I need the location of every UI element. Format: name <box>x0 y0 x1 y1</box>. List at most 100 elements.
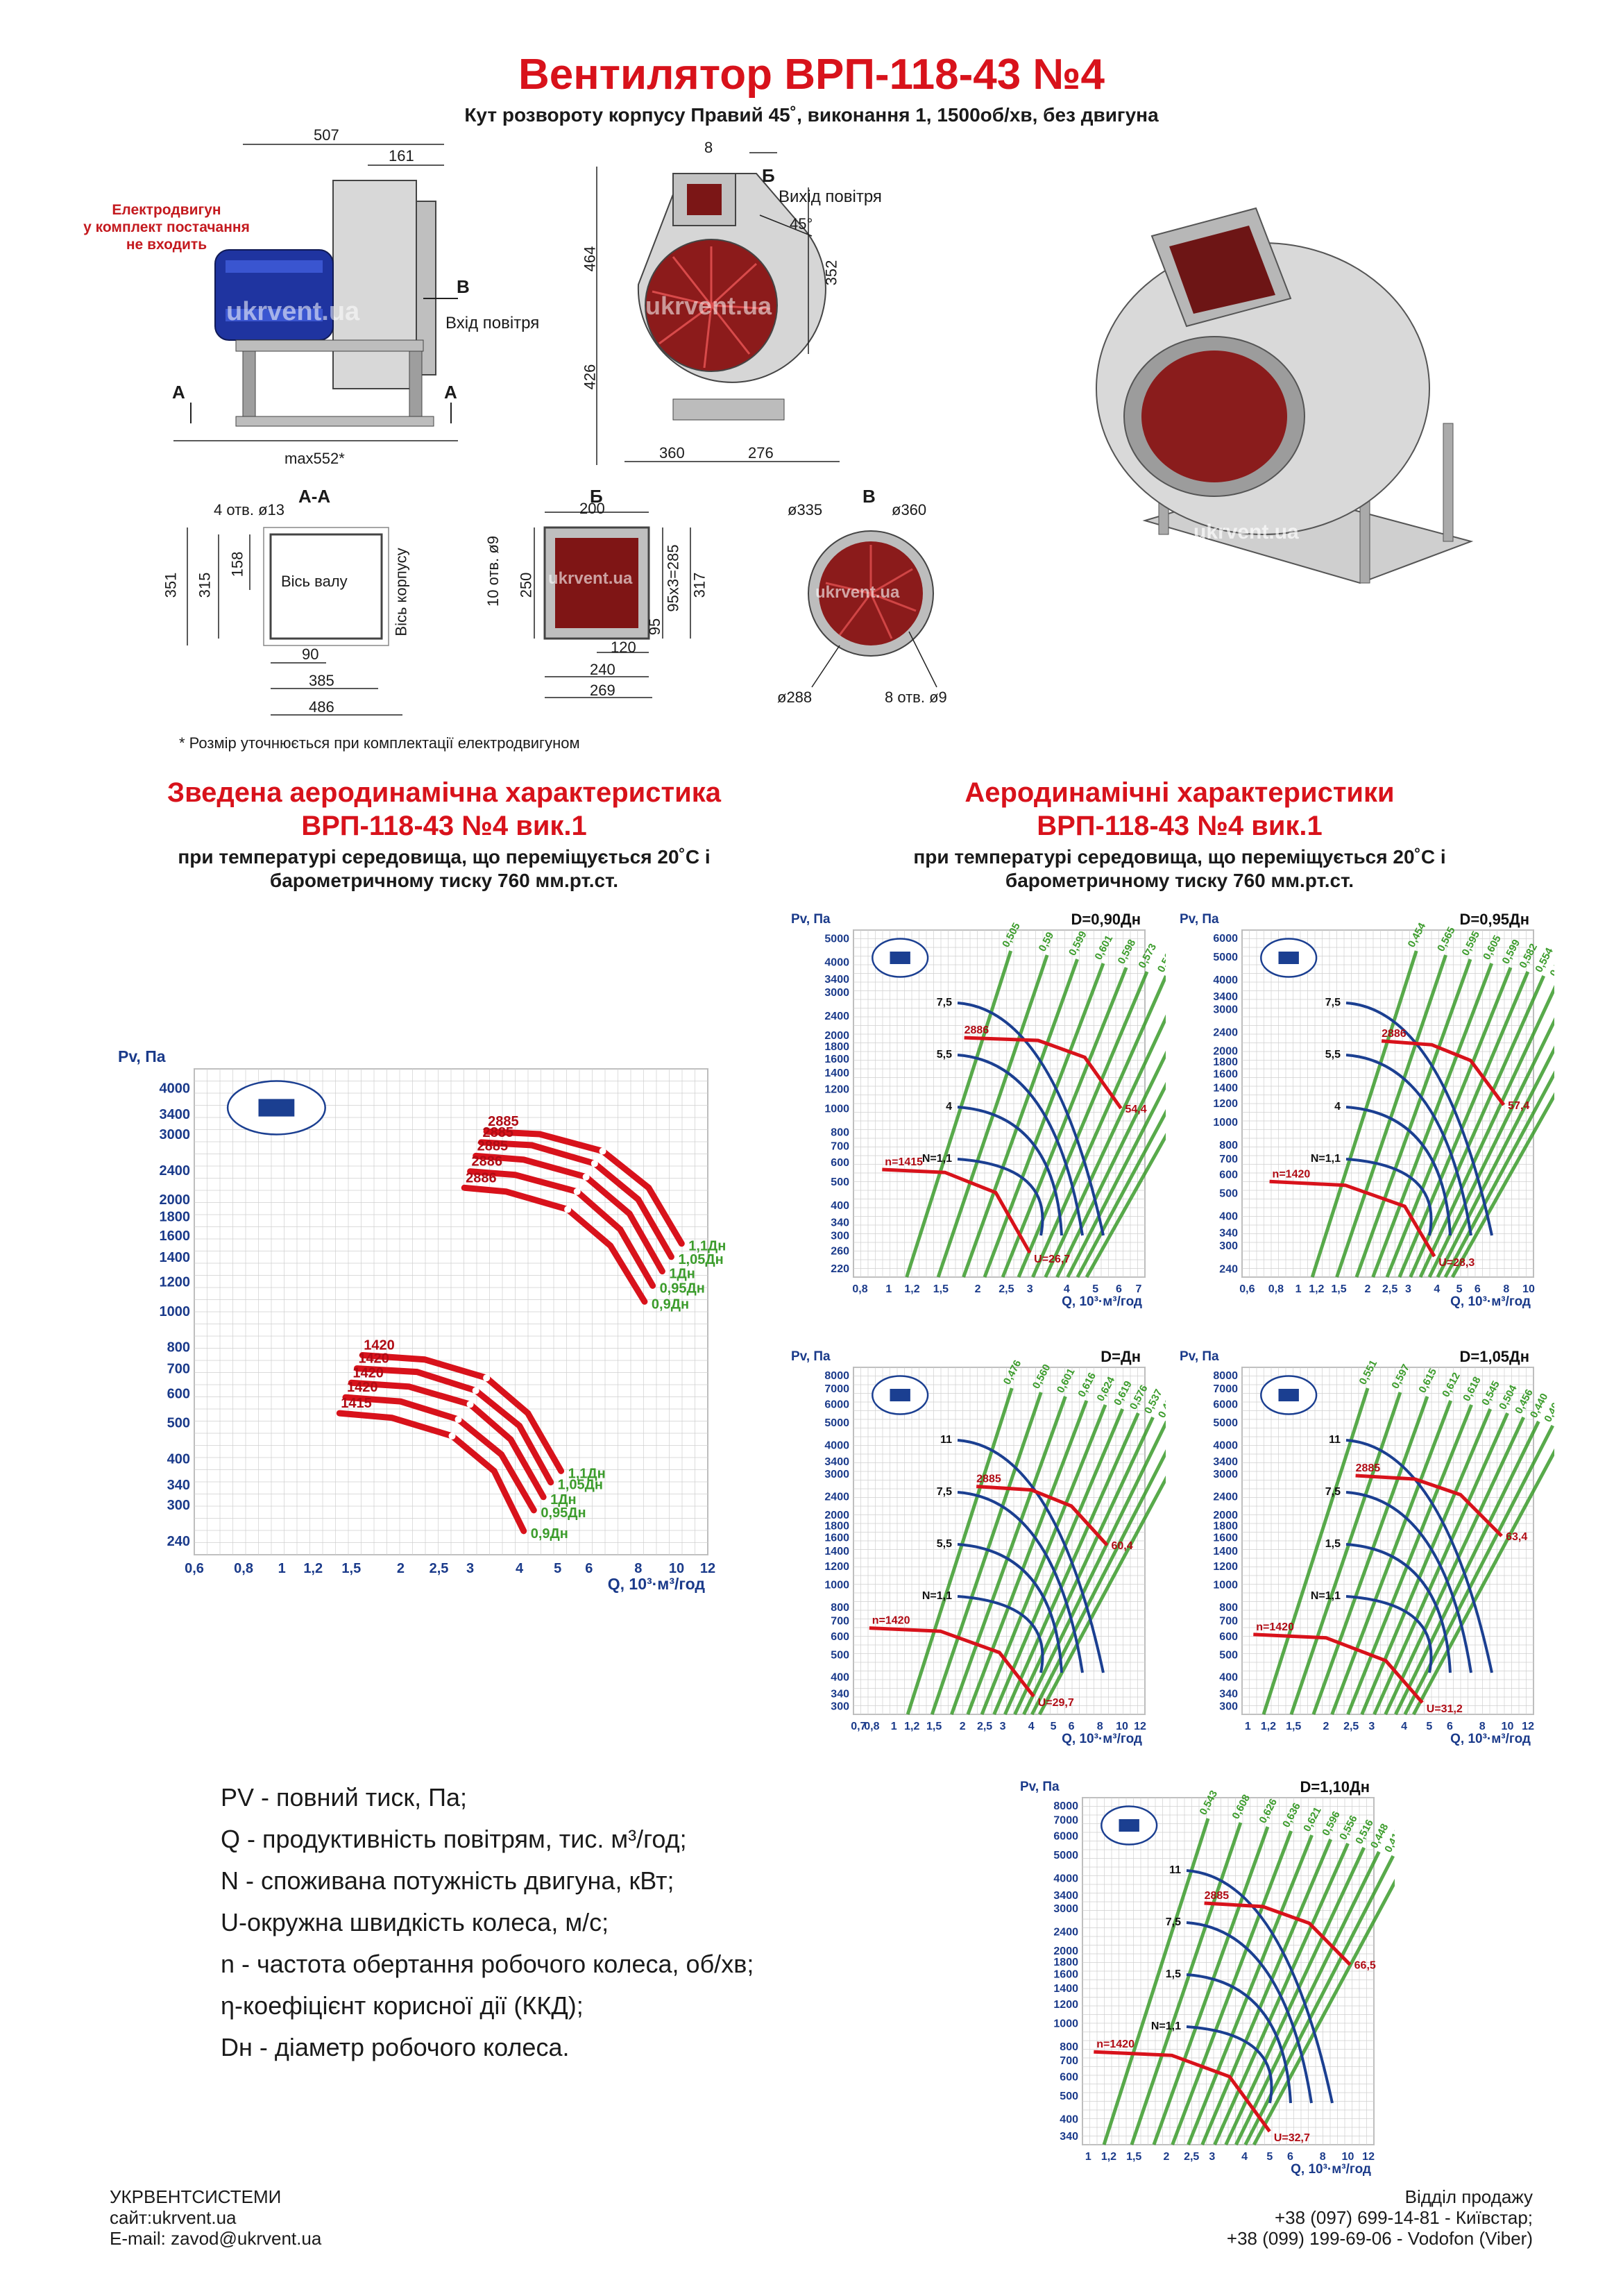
efficiency-line <box>1436 1045 1554 1278</box>
y-tick-label: 7000 <box>1213 1383 1238 1395</box>
housing-axis: Вісь корпусу <box>392 548 410 636</box>
rpm-low-label: n=1420 <box>872 1615 910 1627</box>
rpm-high-label: 2886 <box>1382 1028 1407 1040</box>
y-tick-label: 1800 <box>160 1210 191 1225</box>
y-tick-label: 1600 <box>1213 1069 1238 1081</box>
efficiency-line <box>950 1396 1067 1715</box>
rpm-high-curve <box>976 1485 1109 1546</box>
y-tick-label: 700 <box>831 1141 849 1153</box>
y-tick-label: 3000 <box>1213 1004 1238 1016</box>
efficiency-line <box>1371 963 1494 1278</box>
y-tick-label: 600 <box>167 1386 190 1401</box>
dim-464: 464 <box>581 246 599 272</box>
x-tick-label: 3 <box>1027 1283 1033 1295</box>
watermark-v: ukrvent.ua <box>815 583 900 602</box>
efficiency-line <box>1360 1408 1492 1715</box>
y-axis-label: Pv, Па <box>791 1349 831 1364</box>
y-axis-label: Pv, Па <box>1020 1780 1060 1794</box>
side-view-drawing: 8 Б Вихід повітря 45° 464 352 426 360 27… <box>569 139 916 479</box>
company-email[interactable]: E-mail: zavod@ukrvent.ua <box>110 2228 322 2249</box>
efficiency-line <box>1044 1014 1166 1278</box>
series-rpm-label: 1420 <box>358 1351 389 1367</box>
power-label: 7,5 <box>1325 1486 1341 1498</box>
y-tick-label: 2400 <box>1213 1492 1238 1503</box>
efficiency-line <box>1030 1449 1166 1716</box>
series-name-label: 1,05Дн <box>678 1252 723 1267</box>
y-tick-label: 700 <box>167 1362 190 1377</box>
y-tick-label: 500 <box>1219 1188 1238 1200</box>
series-rpm-label: 2885 <box>477 1138 509 1154</box>
dim-max552: max552* <box>284 450 345 467</box>
y-tick-label: 400 <box>831 1672 849 1684</box>
x-tick-label: 2 <box>397 1561 405 1576</box>
power-label: 11 <box>1329 1434 1341 1446</box>
dim-200: 200 <box>579 500 605 517</box>
series-name-label: 0,9Дн <box>531 1526 568 1542</box>
isometric-svg <box>1096 207 1474 584</box>
x-tick-label: 12 <box>1522 1721 1534 1732</box>
rpm-low-curve <box>1094 2050 1271 2133</box>
y-tick-label: 1600 <box>160 1229 191 1244</box>
left-section-header: Зведена аеродинамічна характеристика ВРП… <box>167 777 721 891</box>
flange-holes: 8 отв. ø9 <box>885 689 947 706</box>
y-tick-label: 1800 <box>824 1520 849 1532</box>
efficiency-line <box>1037 1475 1166 1716</box>
y-tick-label: 2400 <box>824 1492 849 1503</box>
y-tick-label: 1000 <box>824 1580 849 1592</box>
y-tick-label: 2400 <box>1213 1027 1238 1039</box>
company-site[interactable]: сайт:ukrvent.ua <box>110 2207 237 2228</box>
y-tick-label: 600 <box>1219 1170 1238 1181</box>
efficiency-line <box>1373 1412 1509 1716</box>
rpm-low-curve <box>1269 1179 1436 1258</box>
power-curve <box>957 1595 1044 1673</box>
x-tick-label: 0,8 <box>234 1561 253 1576</box>
power-label: N=1,1 <box>1311 1153 1341 1165</box>
efficiency-line <box>962 959 1079 1278</box>
y-tick-label: 240 <box>167 1534 190 1549</box>
chart-title: D=0,90Дн <box>1071 911 1141 928</box>
y-tick-label: 5000 <box>1053 1850 1078 1862</box>
series-name-label: 0,95Дн <box>541 1505 586 1521</box>
y-tick-label: 400 <box>831 1200 849 1212</box>
series-marker <box>454 1416 462 1424</box>
page-subtitle: Кут розвороту корпусу Правий 45˚, викона… <box>464 104 1159 126</box>
front-view-drawing: 507 161 max552* Вхід повітря В А А ukrve… <box>160 126 576 467</box>
x-tick-label: 1,2 <box>303 1561 323 1576</box>
y-tick-label: 240 <box>1219 1263 1238 1275</box>
phone-kyivstar[interactable]: +38 (097) 699-14-81 - Київстар; <box>1274 2207 1533 2228</box>
y-tick-label: 2400 <box>160 1163 191 1179</box>
symbol-legend: PV - повний тиск, Па; Q - продуктивність… <box>221 1777 754 2068</box>
series-rpm-label: 1415 <box>341 1396 371 1411</box>
dim-315: 315 <box>196 572 214 598</box>
phone-vodafone[interactable]: +38 (099) 199-69-06 - Vodofon (Viber) <box>1226 2228 1533 2249</box>
series-marker <box>564 1206 572 1213</box>
power-curve <box>1345 1543 1452 1673</box>
y-tick-label: 3000 <box>160 1127 191 1142</box>
y-tick-label: 1400 <box>824 1546 849 1558</box>
x-tick-label: 4 <box>1241 2151 1248 2163</box>
x-tick-label: 4 <box>1401 1721 1407 1732</box>
y-tick-label: 1200 <box>824 1561 849 1573</box>
section-aa-svg <box>187 527 402 716</box>
efficiency-line <box>1102 1818 1210 2145</box>
efficiency-line <box>1310 950 1418 1278</box>
emblem-motor <box>890 952 910 964</box>
series-marker <box>472 1387 479 1394</box>
dim-360: 360 <box>659 444 685 462</box>
y-tick-label: 1200 <box>1213 1561 1238 1573</box>
series-rpm-label: 1420 <box>352 1365 383 1381</box>
x-axis-label: Q, 10³·м³/год <box>608 1575 706 1593</box>
power-curve <box>957 1106 1063 1236</box>
chart-title: D=0,95Дн <box>1459 911 1529 928</box>
dim-158: 158 <box>228 551 246 577</box>
x-tick-label: 0,8 <box>864 1721 879 1732</box>
x-tick-label: 1 <box>278 1561 286 1576</box>
y-tick-label: 3000 <box>824 1469 849 1480</box>
legend-n: N - споживана потужність двигуна, кВт; <box>221 1866 674 1895</box>
efficiency-line <box>1187 1834 1314 2145</box>
y-tick-label: 500 <box>831 1649 849 1661</box>
x-tick-label: 2 <box>1365 1283 1371 1295</box>
section-aa-drawing: А-А 4 отв. ø13 351 315 158 Вісь валу Віс… <box>162 486 458 722</box>
